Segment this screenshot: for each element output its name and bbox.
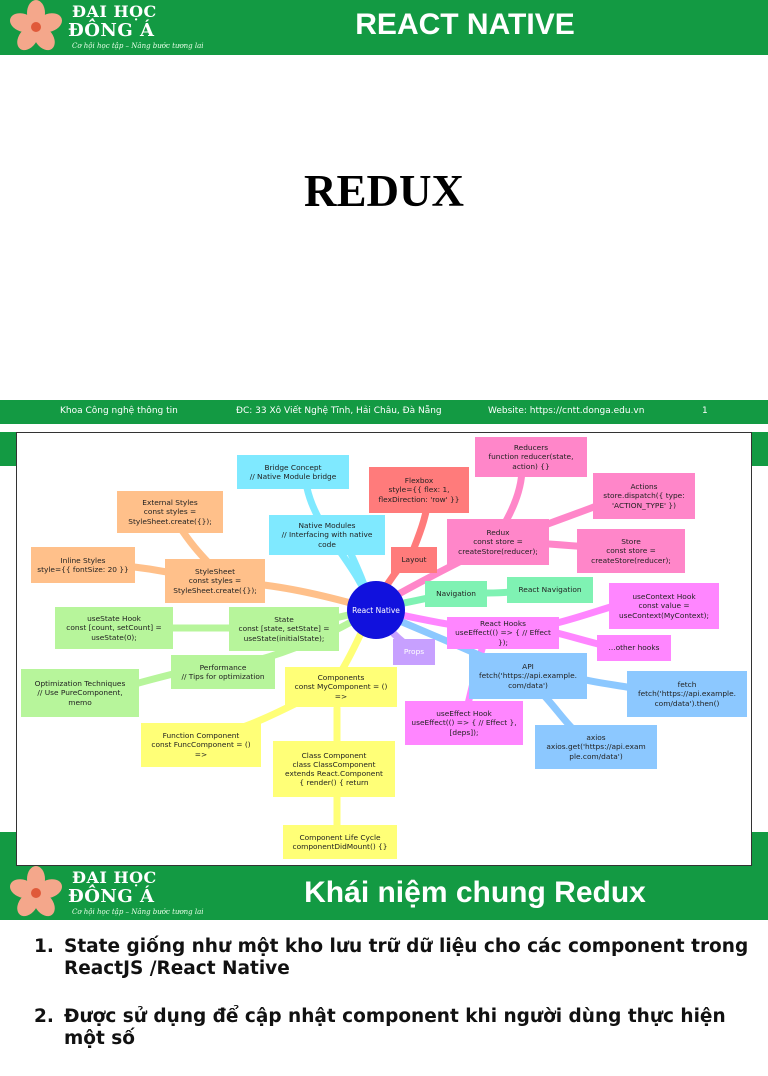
footer-bar: Khoa Công nghệ thông tin ĐC: 33 Xô Viết … — [0, 400, 768, 424]
mind-map-image: React Native Bridge Concept // Native Mo… — [16, 432, 752, 866]
logo-tagline: Cơ hội học tập – Nâng bước tương lai — [72, 908, 204, 916]
node-navigation: Navigation — [425, 581, 487, 607]
list-item: 2. Được sử dụng để cập nhật component kh… — [34, 1006, 754, 1050]
node-actions: Actions store.dispatch({ type: 'ACTION_T… — [593, 473, 695, 519]
node-state: State const [state, setState] = useState… — [229, 607, 339, 651]
logo-line1: ĐẠI HỌC — [72, 868, 157, 887]
list-item-text: State giống như một kho lưu trữ dữ liệu … — [64, 936, 749, 979]
flower-logo-icon — [10, 0, 62, 51]
node-components: Components const MyComponent = () => — [285, 667, 397, 707]
flower-logo-icon — [10, 866, 62, 917]
node-native-modules: Native Modules // Interfacing with nativ… — [269, 515, 385, 555]
footer-page-number: 1 — [702, 406, 708, 416]
node-react-navigation: React Navigation — [507, 577, 593, 603]
logo-tagline: Cơ hội học tập – Nâng bước tương lai — [72, 42, 204, 50]
node-react-hooks: React Hooks useEffect(() => { // Effect … — [447, 617, 559, 649]
list-item: 1. State giống như một kho lưu trữ dữ li… — [34, 936, 754, 980]
node-api: API fetch('https://api.example. com/data… — [469, 653, 587, 699]
node-layout: Layout — [391, 547, 437, 573]
footer-website: Website: https://cntt.donga.edu.vn — [488, 406, 645, 416]
node-usestate-hook: useState Hook const [count, setCount] = … — [55, 607, 173, 649]
node-optimization: Optimization Techniques // Use PureCompo… — [21, 669, 139, 717]
concept-list: 1. State giống như một kho lưu trữ dữ li… — [34, 936, 754, 1076]
list-item-number: 1. — [34, 936, 54, 957]
logo-line2: ĐÔNG Á — [68, 20, 155, 41]
footer-department: Khoa Công nghệ thông tin — [60, 406, 178, 416]
header-bar-2: ĐẠI HỌC ĐÔNG Á Cơ hội học tập – Nâng bướ… — [0, 866, 768, 920]
node-axios: axios axios.get('https://api.exam ple.co… — [535, 725, 657, 769]
slide-title: REDUX — [303, 166, 464, 216]
node-redux: Redux const store = createStore(reducer)… — [447, 519, 549, 565]
slide-peek-left — [0, 432, 20, 466]
node-class-component: Class Component class ClassComponent ext… — [273, 741, 395, 797]
node-stylesheet: StyleSheet const styles = StyleSheet.cre… — [165, 559, 265, 603]
header-title: REACT NATIVE — [355, 8, 575, 41]
node-useeffect-hook: useEffect Hook useEffect(() => { // Effe… — [405, 701, 523, 745]
node-flexbox: Flexbox style={{ flex: 1, flexDirection:… — [369, 467, 469, 513]
slide-peek-right-bottom — [748, 832, 768, 866]
node-reducers: Reducers function reducer(state, action)… — [475, 437, 587, 477]
node-bridge-concept: Bridge Concept // Native Module bridge — [237, 455, 349, 489]
node-fetch: fetch fetch('https://api.example. com/da… — [627, 671, 747, 717]
node-props: Props — [393, 639, 435, 665]
node-component-lifecycle: Component Life Cycle componentDidMount()… — [283, 825, 397, 859]
header-title-2: Khái niệm chung Redux — [304, 876, 646, 909]
mindmap-hub-react-native: React Native — [347, 581, 405, 639]
list-item-text: Được sử dụng để cập nhật component khi n… — [64, 1006, 726, 1049]
node-inline-styles: Inline Styles style={{ fontSize: 20 }} — [31, 547, 135, 583]
footer-address: ĐC: 33 Xô Viết Nghệ Tĩnh, Hải Châu, Đà N… — [236, 406, 442, 416]
node-performance: Performance // Tips for optimization — [171, 655, 275, 689]
university-logo-2: ĐẠI HỌC ĐÔNG Á Cơ hội học tập – Nâng bướ… — [8, 866, 204, 921]
node-store: Store const store = createStore(reducer)… — [577, 529, 685, 573]
node-external-styles: External Styles const styles = StyleShee… — [117, 491, 223, 533]
header-bar: ĐẠI HỌC ĐÔNG Á Cơ hội học tập – Nâng bướ… — [0, 0, 768, 55]
university-logo: ĐẠI HỌC ĐÔNG Á Cơ hội học tập – Nâng bướ… — [8, 0, 204, 55]
node-function-component: Function Component const FuncComponent =… — [141, 723, 261, 767]
logo-line1: ĐẠI HỌC — [72, 2, 157, 21]
node-usecontext-hook: useContext Hook const value = useContext… — [609, 583, 719, 629]
slide-peek-right — [748, 432, 768, 466]
title-slide: ĐẠI HỌC ĐÔNG Á Cơ hội học tập – Nâng bướ… — [0, 0, 768, 432]
list-item-number: 2. — [34, 1006, 54, 1027]
node-other-hooks: ...other hooks — [597, 635, 671, 661]
slide-peek-left-bottom — [0, 832, 20, 866]
logo-line2: ĐÔNG Á — [68, 886, 155, 907]
content-slide: ĐẠI HỌC ĐÔNG Á Cơ hội học tập – Nâng bướ… — [0, 866, 768, 1049]
